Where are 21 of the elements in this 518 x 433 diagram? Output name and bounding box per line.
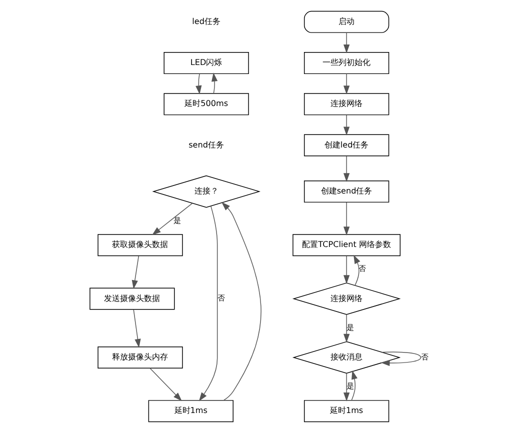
arrow	[343, 73, 350, 94]
arrow	[211, 72, 218, 94]
arrow	[343, 202, 350, 236]
arrow	[354, 254, 360, 286]
arrow	[221, 202, 262, 401]
arrow	[132, 256, 140, 290]
edge-label: 否	[420, 352, 428, 362]
arrow	[150, 368, 182, 402]
edge-label: 否	[218, 294, 224, 303]
arrow	[152, 202, 193, 236]
arrow	[343, 156, 350, 182]
arrow	[133, 309, 141, 348]
arrow	[380, 352, 422, 366]
arrow	[351, 370, 358, 401]
edge-label: 是	[173, 216, 180, 225]
arrow	[196, 73, 202, 94]
arrow	[343, 114, 350, 136]
arrow	[343, 32, 350, 54]
arrow	[343, 256, 350, 284]
arrow	[198, 206, 218, 402]
edge-label: 否	[358, 264, 366, 274]
